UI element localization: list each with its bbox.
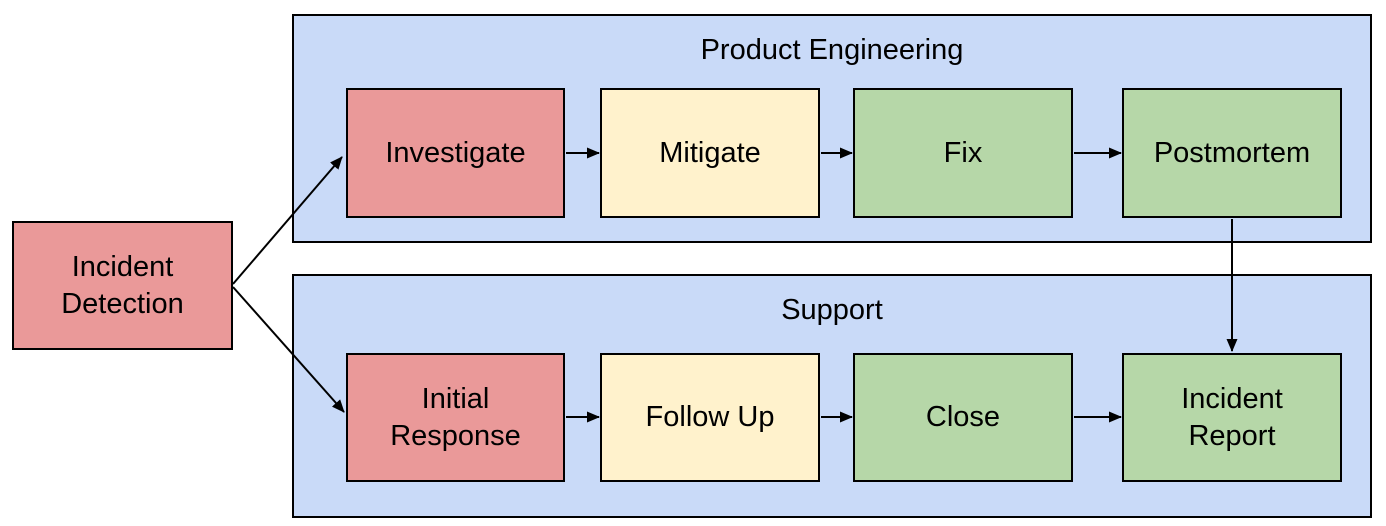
node-postmortem: Postmortem bbox=[1122, 88, 1342, 218]
node-incident-detection: Incident Detection bbox=[12, 221, 233, 350]
lane-product-engineering-title: Product Engineering bbox=[700, 34, 964, 66]
node-incident-report: Incident Report bbox=[1122, 353, 1342, 482]
lane-support-title: Support bbox=[781, 294, 883, 326]
node-initial-response: Initial Response bbox=[346, 353, 565, 482]
node-fix: Fix bbox=[853, 88, 1073, 218]
node-mitigate: Mitigate bbox=[600, 88, 820, 218]
node-follow-up: Follow Up bbox=[600, 353, 820, 482]
node-investigate: Investigate bbox=[346, 88, 565, 218]
node-close: Close bbox=[853, 353, 1073, 482]
